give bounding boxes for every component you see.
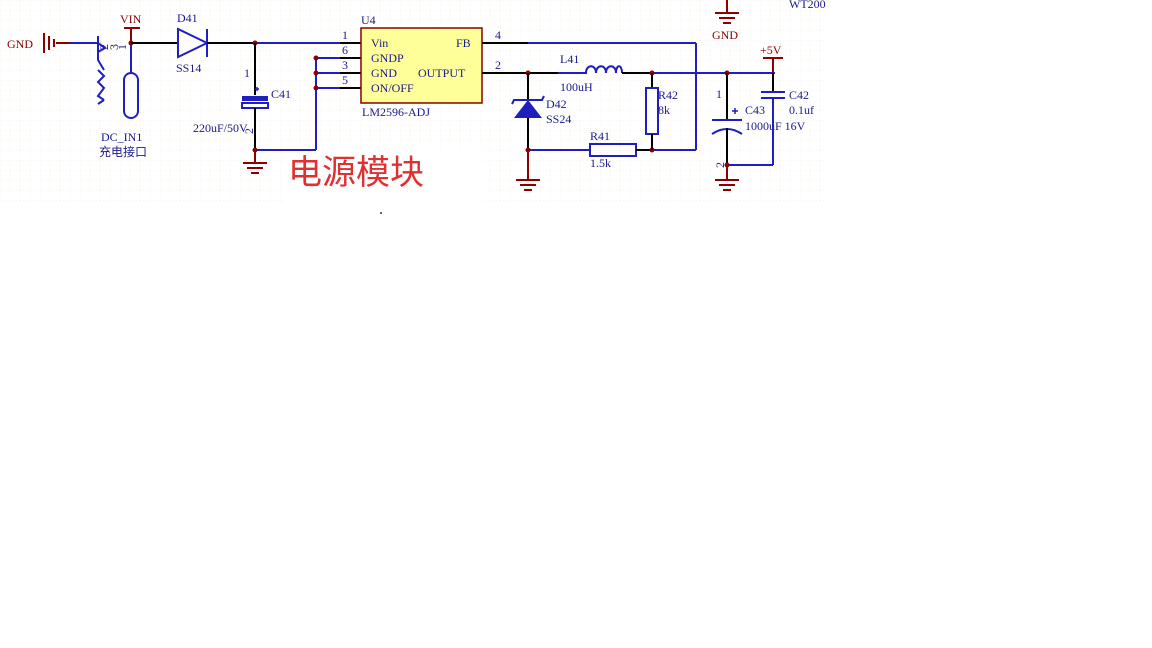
ic-u4-body [360, 27, 483, 104]
ic-u4-part: LM2596-ADJ [362, 105, 430, 119]
edge-mask [826, 0, 1152, 204]
c43-pin-2: 2 [713, 162, 727, 168]
ic-u4-ref: U4 [361, 13, 376, 27]
ic-pin-name-onoff: ON/OFF [371, 81, 414, 95]
ic-pin-name-vin: Vin [371, 36, 388, 50]
r41-value: 1.5k [590, 156, 611, 170]
c43-pin-1: 1 [716, 87, 722, 101]
c42-value: 0.1uf [789, 103, 814, 117]
dc-jack-pin-2: 2 [97, 44, 111, 50]
ic-pin-name-gnd: GND [371, 66, 397, 80]
module-title: 电源模块 [288, 153, 424, 193]
c41-pin-1: 1 [244, 66, 250, 80]
r41-ref: R41 [590, 129, 610, 143]
diode-d42 [511, 73, 545, 150]
capacitor-c41 [241, 43, 269, 150]
ic-pin-num-4: 4 [495, 28, 501, 42]
gnd-symbol-top [715, 0, 739, 24]
ic-pin-num-1: 1 [342, 28, 348, 42]
d42-ref: D42 [546, 97, 567, 111]
ic-pin-num-2: 2 [495, 58, 501, 72]
dc-jack-description: 充电接口 [99, 144, 147, 159]
ic-pin-num-6: 6 [342, 43, 348, 57]
dc-jack-connector [96, 36, 139, 119]
c43-ref: C43 [745, 103, 765, 117]
capacitor-c43 [711, 73, 743, 165]
capacitor-c42 [761, 73, 785, 165]
r42-value: 8k [658, 103, 670, 117]
stray-dot [380, 212, 382, 214]
c42-ref: C42 [789, 88, 809, 102]
ic-pin-name-output: OUTPUT [418, 66, 466, 80]
c41-value: 220uF/50V [193, 121, 248, 135]
d41-ref: D41 [177, 11, 198, 25]
ic-pin-name-gndp: GNDP [371, 51, 404, 65]
l41-ref: L41 [560, 52, 579, 66]
gnd-label-top: GND [712, 28, 738, 42]
dc-jack-pin-1: 1 [115, 44, 129, 50]
title-backdrop [286, 150, 482, 204]
wt-partial-label: WT200 [789, 0, 826, 11]
c43-value: 1000uF 16V [745, 119, 806, 133]
gnd-symbol-left [43, 33, 70, 53]
gnd-symbol-d42 [516, 150, 540, 191]
gnd-symbol-c41 [243, 150, 267, 174]
gnd-label-left: GND [7, 37, 33, 51]
c41-pin-2: 2 [242, 128, 256, 134]
d42-value: SS24 [546, 112, 571, 126]
dc-jack-pin-3: 3 [107, 44, 121, 50]
d41-value: SS14 [176, 61, 201, 75]
c41-ref: C41 [271, 87, 291, 101]
dc-jack-ref: DC_IN1 [101, 130, 142, 144]
plus5v-label: +5V [760, 43, 782, 57]
inductor-l41 [558, 65, 623, 74]
ic-pin-name-fb: FB [456, 36, 471, 50]
gnd-symbol-c43 [715, 165, 739, 191]
l41-value: 100uH [560, 80, 593, 94]
ic-pin-num-5: 5 [342, 73, 348, 87]
r42-ref: R42 [658, 88, 678, 102]
vin-label: VIN [120, 12, 142, 26]
ic-pin-num-3: 3 [342, 58, 348, 72]
